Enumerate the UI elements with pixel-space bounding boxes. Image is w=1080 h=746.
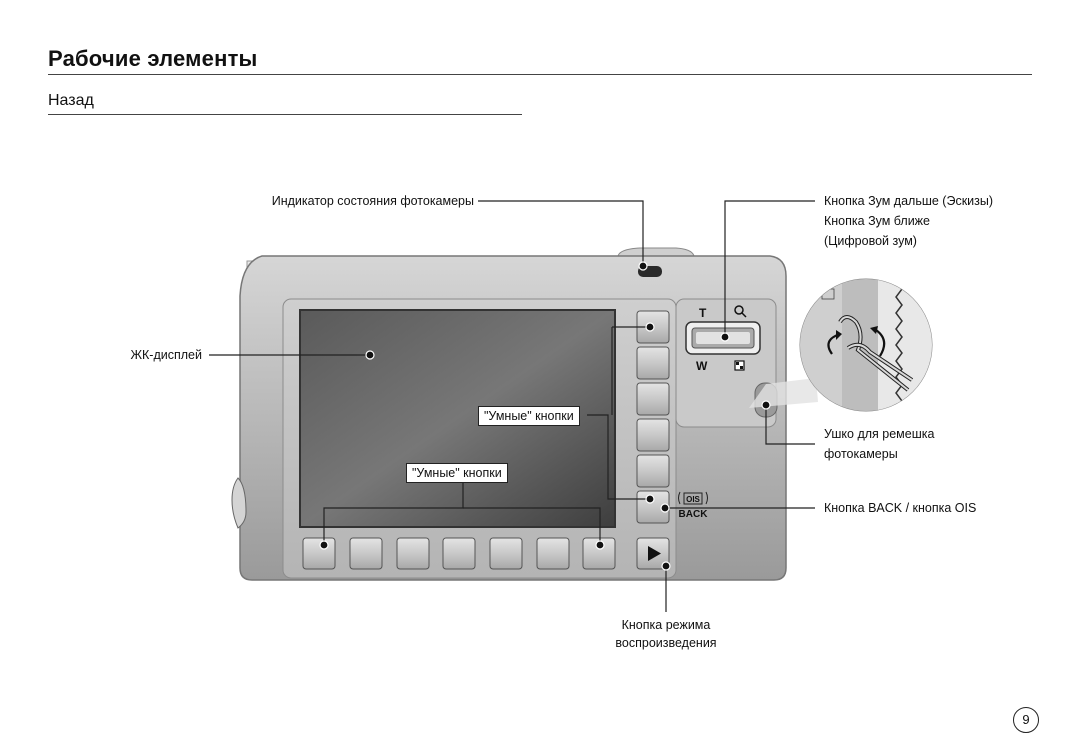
play-triangle-icon <box>648 546 661 561</box>
smart-button[interactable] <box>442 537 476 570</box>
smart-button[interactable] <box>636 418 670 452</box>
smart-button[interactable] <box>302 537 336 570</box>
section-divider <box>48 114 522 115</box>
back-ois-label: Кнопка BACK / кнопка OIS <box>824 501 977 515</box>
zoom-t-label: T <box>699 306 707 320</box>
digital-zoom-label: (Цифровой зум) <box>824 234 917 248</box>
page-number: 9 <box>1013 707 1039 733</box>
callout-dots <box>319 261 771 571</box>
magnifier-icon <box>734 305 747 318</box>
section-title: Назад <box>48 92 94 109</box>
smart-button[interactable] <box>636 382 670 416</box>
smart-button[interactable] <box>636 454 670 488</box>
strap-eyelet-label-line2: фотокамеры <box>824 447 898 461</box>
back-ois-marking: OIS BACK <box>678 491 709 520</box>
status-indicator-label: Индикатор состояния фотокамеры <box>271 194 474 208</box>
strap-eyelet-label-line1: Ушко для ремешка <box>824 427 935 441</box>
smart-buttons-horizontal-label: "Умные" кнопки <box>406 463 508 483</box>
playback-label-line1: Кнопка режима <box>621 618 711 632</box>
smart-button[interactable] <box>582 537 616 570</box>
smart-button[interactable] <box>636 346 670 380</box>
lcd-label: ЖК-дисплей <box>130 348 202 362</box>
title-divider <box>48 74 1032 75</box>
callout-lines <box>209 200 815 612</box>
shutter-hump <box>617 247 695 257</box>
smart-buttons-vertical-label: "Умные" кнопки <box>478 406 580 426</box>
smart-button[interactable] <box>396 537 430 570</box>
side-latch <box>231 477 247 529</box>
ois-label: OIS <box>686 495 700 504</box>
smart-buttons-horizontal <box>302 537 616 570</box>
smart-button[interactable] <box>536 537 570 570</box>
zoom-out-label: Кнопка Зум дальше (Эскизы) <box>824 194 994 208</box>
smart-button[interactable] <box>349 537 383 570</box>
page-title: Рабочие элементы <box>48 46 258 71</box>
thumbnail-grid-icon <box>734 360 745 371</box>
playback-label-line2: воспроизведения <box>615 636 717 650</box>
smart-button[interactable] <box>489 537 523 570</box>
zoom-in-label: Кнопка Зум ближе <box>824 214 930 228</box>
lcd-screen <box>299 309 616 528</box>
strap-inset <box>799 278 933 412</box>
back-label: BACK <box>679 509 709 520</box>
zoom-w-label: W <box>696 359 708 373</box>
